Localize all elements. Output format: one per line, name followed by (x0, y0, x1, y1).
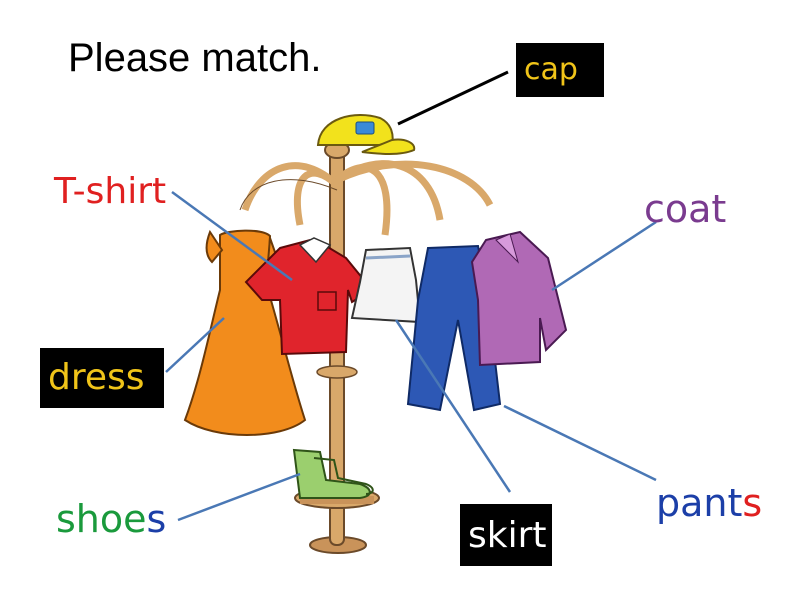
label-coat: coat (644, 187, 727, 231)
line-dress (165, 317, 225, 373)
instruction-title: Please match. (68, 36, 322, 80)
line-cap (397, 70, 509, 126)
pointer-lines (165, 70, 657, 522)
shoes-drawing (292, 448, 374, 499)
label-pants-ending: s (742, 481, 763, 525)
label-cap: cap (516, 43, 604, 97)
label-dress: dress (40, 348, 164, 408)
line-coat (551, 220, 657, 292)
label-skirt: skirt (460, 504, 552, 566)
label-tshirt: T-shirt (54, 171, 167, 212)
label-shoes-ending: s (146, 497, 167, 541)
label-pants-main: pant (656, 481, 743, 525)
label-pants: pants (656, 484, 762, 522)
coat-drawing (470, 230, 568, 367)
dress-drawing (183, 229, 307, 436)
cap-drawing (316, 114, 416, 155)
label-shoes-main: shoe (56, 497, 147, 541)
line-pants (503, 404, 657, 482)
label-shoes: shoes (56, 500, 166, 538)
line-tshirt (171, 190, 293, 282)
skirt-drawing (350, 246, 422, 324)
line-skirt (394, 319, 512, 493)
line-shoes (177, 472, 301, 522)
